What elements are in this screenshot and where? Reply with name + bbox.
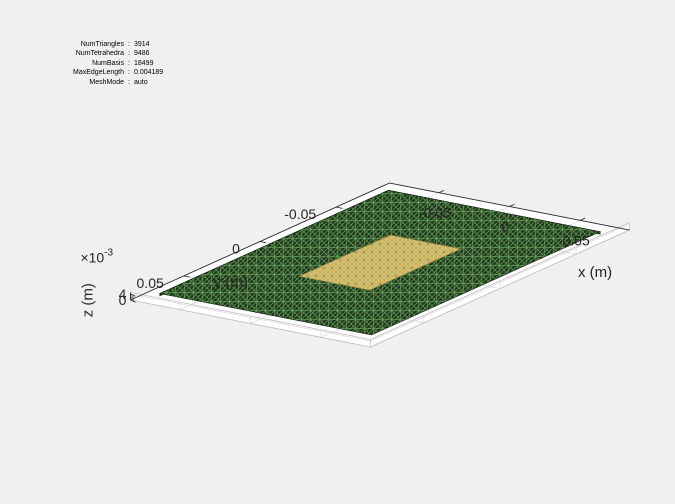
z-tick — [130, 299, 136, 303]
z-minor-tick — [130, 295, 135, 298]
stat-value: 9486 — [134, 50, 150, 58]
mesh-geometry — [158, 189, 602, 336]
x-axis-label: x (m) — [578, 264, 612, 281]
stat-label: NumTetrahedra — [75, 50, 124, 58]
x-tick — [438, 190, 445, 194]
x-tick — [579, 217, 586, 221]
stat-value: 3914 — [134, 41, 150, 48]
axes-edge — [130, 292, 371, 340]
stat-separator: : — [128, 50, 130, 58]
z-exponent-prefix: ×10 — [80, 249, 104, 265]
y-tick — [183, 275, 190, 278]
z-tick-label: 0 — [119, 292, 127, 308]
stat-row: MaxEdgeLength:0.004189 — [24, 68, 163, 77]
x-tick-label: 0.05 — [563, 232, 590, 248]
stat-label: NumBasis — [92, 59, 124, 67]
patch-top-face — [298, 234, 462, 291]
stat-row: NumTriangles:3914 — [24, 40, 163, 49]
stat-label: MaxEdgeLength — [73, 69, 124, 77]
axes-edge — [370, 222, 630, 340]
y-tick — [259, 241, 267, 244]
z-exponent-power: -3 — [104, 247, 113, 258]
stat-row: NumTetrahedra:9486 — [24, 49, 163, 58]
stat-separator: : — [128, 78, 130, 86]
stat-label: NumTriangles — [80, 41, 124, 48]
x-axis-line — [389, 182, 630, 231]
z-minor-tick — [130, 296, 135, 300]
stat-label: MeshMode — [89, 78, 124, 86]
stat-value: auto — [134, 78, 148, 86]
y-tick-label: 0 — [232, 240, 240, 256]
y-tick-label: -0.05 — [284, 206, 316, 222]
z-minor-tick — [130, 298, 135, 301]
x-tick-label: -0.05 — [419, 205, 451, 221]
y-axis-label: y (m) — [214, 274, 248, 291]
stat-value: 0.004189 — [134, 69, 164, 77]
x-tick — [509, 203, 515, 207]
stat-value: 18499 — [134, 59, 154, 67]
z-tick-label: 4 — [119, 286, 127, 302]
axes-edge — [370, 229, 630, 348]
z-axis-label: z (m) — [79, 283, 96, 317]
y-axis-line — [130, 182, 390, 301]
stat-row: MeshMode: auto — [24, 78, 163, 87]
y-tick-label: 0.05 — [137, 275, 164, 291]
z-axis-exponent: ×10-3 — [80, 247, 113, 265]
stat-separator: : — [128, 41, 130, 48]
x-tick-label: 0 — [502, 219, 510, 235]
stat-row: NumBasis:18499 — [24, 59, 163, 68]
z-minor-tick — [130, 293, 135, 297]
stat-separator: : — [128, 59, 130, 67]
y-tick — [336, 206, 343, 209]
axes-edge — [130, 299, 371, 348]
stat-separator: : — [128, 69, 130, 77]
